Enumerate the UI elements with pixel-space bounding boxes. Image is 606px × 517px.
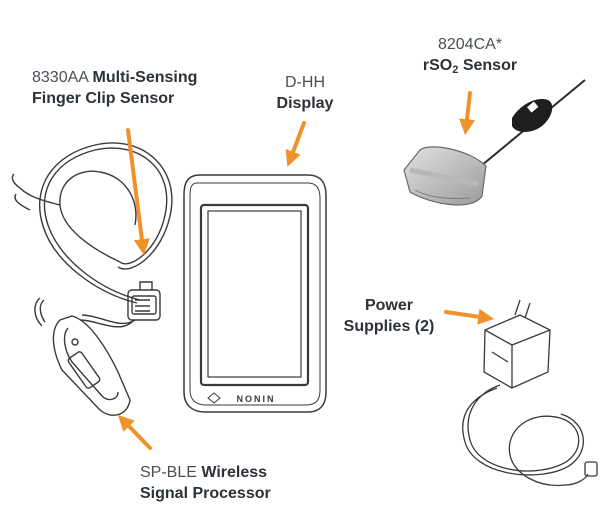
rso2-label: 8204CA* rSO2 Sensor xyxy=(410,34,530,76)
rso2-name-suffix: Sensor xyxy=(462,57,518,74)
processor-name-line2: Signal Processor xyxy=(140,485,271,502)
power-line1: Power xyxy=(364,297,413,314)
processor-code: SP-BLE xyxy=(140,464,197,481)
power-line2: Supplies (2) xyxy=(343,318,435,335)
arrow-finger-clip xyxy=(126,128,150,256)
processor-name-line1: Wireless xyxy=(201,464,268,481)
rso2-sensor-drawing xyxy=(403,79,586,206)
arrow-processor xyxy=(118,414,152,450)
display-code: D-HH xyxy=(285,74,325,91)
finger-clip-sensor-drawing xyxy=(11,142,173,416)
finger-clip-name-line1: Multi-Sensing xyxy=(92,69,198,86)
rso2-name-subscript: 2 xyxy=(452,64,459,76)
pointer-arrows xyxy=(118,91,495,450)
finger-clip-name-line2: Finger Clip Sensor xyxy=(32,90,175,107)
power-supply-drawing xyxy=(462,299,598,487)
processor-label: SP-BLE Wireless Signal Processor xyxy=(140,462,271,504)
device-logo: NONIN xyxy=(237,394,276,404)
display-name: Display xyxy=(276,95,334,112)
rso2-code: 8204CA* xyxy=(437,36,503,53)
arrow-power xyxy=(444,308,495,325)
finger-clip-code: 8330AA xyxy=(32,69,89,86)
finger-clip-label: 8330AA Multi-Sensing Finger Clip Sensor xyxy=(32,67,197,109)
display-label: D-HH Display xyxy=(270,72,340,114)
arrow-display xyxy=(285,121,306,167)
rso2-name-prefix: rSO xyxy=(422,57,453,74)
display-device-drawing xyxy=(183,174,327,413)
power-label: Power Supplies (2) xyxy=(330,295,448,337)
arrow-rso2 xyxy=(459,91,475,136)
